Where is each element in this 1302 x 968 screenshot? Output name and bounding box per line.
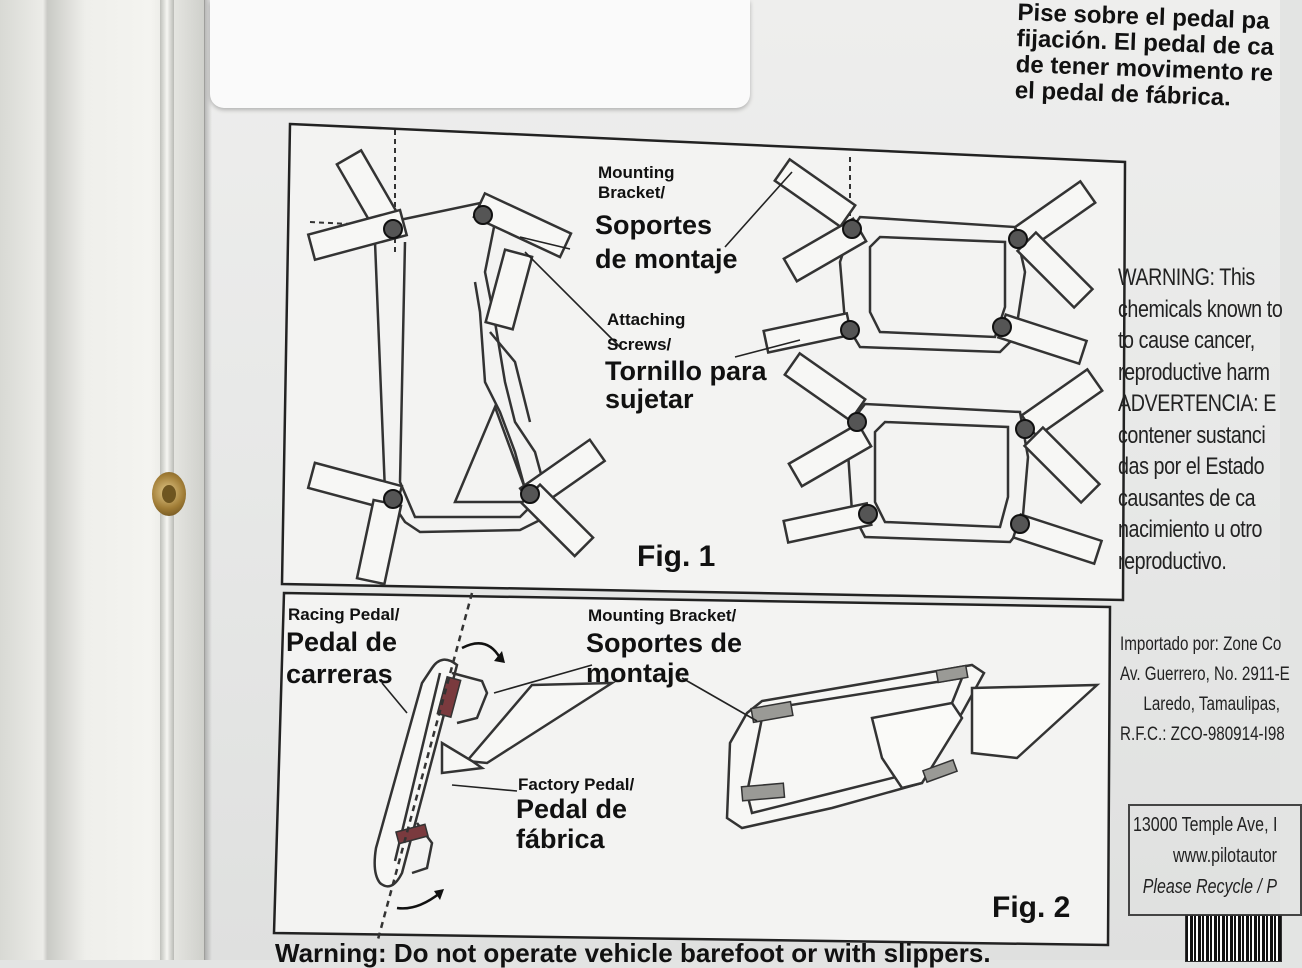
prop65-warning: WARNING: This chemicals known to to caus… [1118, 262, 1283, 577]
dashed-pivot-line [375, 592, 474, 944]
leader-lines-fig2 [381, 664, 758, 792]
motion-arrows [396, 642, 502, 910]
website: www.pilotautor [1172, 845, 1277, 867]
racing-pedal-es-2: carreras [286, 659, 393, 689]
warning-line: das por el Estado [1118, 453, 1265, 480]
importer-line: Importado por: Zone Co [1120, 634, 1282, 655]
warning-line: nacimiento u otro [1118, 516, 1262, 543]
warning-line: reproductive harm [1118, 358, 1270, 386]
warning-line: contener sustanci [1118, 421, 1266, 449]
factory-pedal-en: Factory Pedal/ [518, 775, 634, 794]
racing-pedal-es-1: Pedal de [286, 627, 397, 657]
bottom-warning-text: Warning: Do not operate vehicle barefoot… [275, 938, 991, 968]
figure-1-caption: Fig. 1 [637, 540, 715, 573]
soportes-label-2: de montaje [595, 244, 738, 274]
screws-right-bottom [847, 412, 1035, 534]
contact-info: 13000 Temple Ave, I www.pilotautor Pleas… [1133, 810, 1277, 903]
arrow-heads [434, 651, 505, 900]
importer-line: R.F.C.: ZCO-980914-I98 [1120, 724, 1285, 745]
recycle-note: Please Recycle / P [1142, 876, 1277, 898]
warning-line: chemicals known to [1118, 295, 1283, 323]
blank-label-sticker [210, 0, 750, 108]
barcode [1185, 915, 1282, 962]
mounting-brackets-left [306, 148, 607, 586]
warning-line: reproductivo. [1118, 547, 1227, 575]
brass-rivet [152, 472, 186, 516]
importer-info: Importado por: Zone Co Av. Guerrero, No.… [1120, 630, 1290, 750]
warning-line: ADVERTENCIA: E [1118, 390, 1276, 417]
warning-line: causantes de ca [1118, 484, 1256, 512]
mounting-brackets-right-top [762, 157, 1097, 366]
importer-line: Laredo, Tamaulipas, [1143, 694, 1280, 715]
bottom-warning: Warning: Do not operate vehicle barefoot… [275, 940, 1055, 966]
figure-2-diagram: Racing Pedal/ Pedal de carreras Mounting… [272, 591, 1112, 947]
factory-pedal-es-2: fábrica [516, 824, 606, 854]
figure-1-diagram: Mounting Bracket/ Soportes de montaje At… [280, 122, 1127, 602]
tornillo-label-1: Tornillo para [605, 356, 767, 386]
package-clamshell-edge [0, 0, 215, 960]
warning-line: WARNING: This [1118, 264, 1255, 291]
leader-lines-fig1 [519, 171, 801, 358]
mounting-bracket-en: Mounting Bracket/ [588, 606, 737, 625]
card-shadow [204, 0, 212, 960]
warning-line: to cause cancer, [1118, 327, 1255, 354]
address: 13000 Temple Ave, I [1133, 814, 1278, 836]
screws-left [383, 205, 540, 509]
factory-pedal-es-1: Pedal de [516, 794, 627, 824]
racing-pedal-en: Racing Pedal/ [288, 605, 400, 624]
figure-2-caption: Fig. 2 [992, 891, 1070, 924]
mounting-label-en-2: Bracket/ [598, 183, 665, 202]
attaching-label-2: Screws/ [607, 335, 672, 354]
racing-pedal-drawing [373, 658, 489, 888]
screws-right-top [840, 219, 1028, 340]
tornillo-label-2: sujetar [605, 384, 694, 414]
pedal-right-straps [740, 664, 969, 802]
soportes-label-1: Soportes [595, 210, 712, 240]
mounting-bracket-es-2: montaje [586, 658, 690, 688]
importer-line: Av. Guerrero, No. 2911-E [1120, 664, 1290, 685]
factory-pedal-drawing [440, 681, 617, 775]
mounting-label-en-1: Mounting [598, 163, 674, 182]
mounting-brackets-right-bottom [782, 351, 1104, 566]
mounting-bracket-es-1: Soportes de [586, 628, 742, 658]
attaching-label-1: Attaching [607, 310, 685, 329]
spanish-instructions: Pise sobre el pedal pa fijación. El peda… [1014, 0, 1279, 113]
